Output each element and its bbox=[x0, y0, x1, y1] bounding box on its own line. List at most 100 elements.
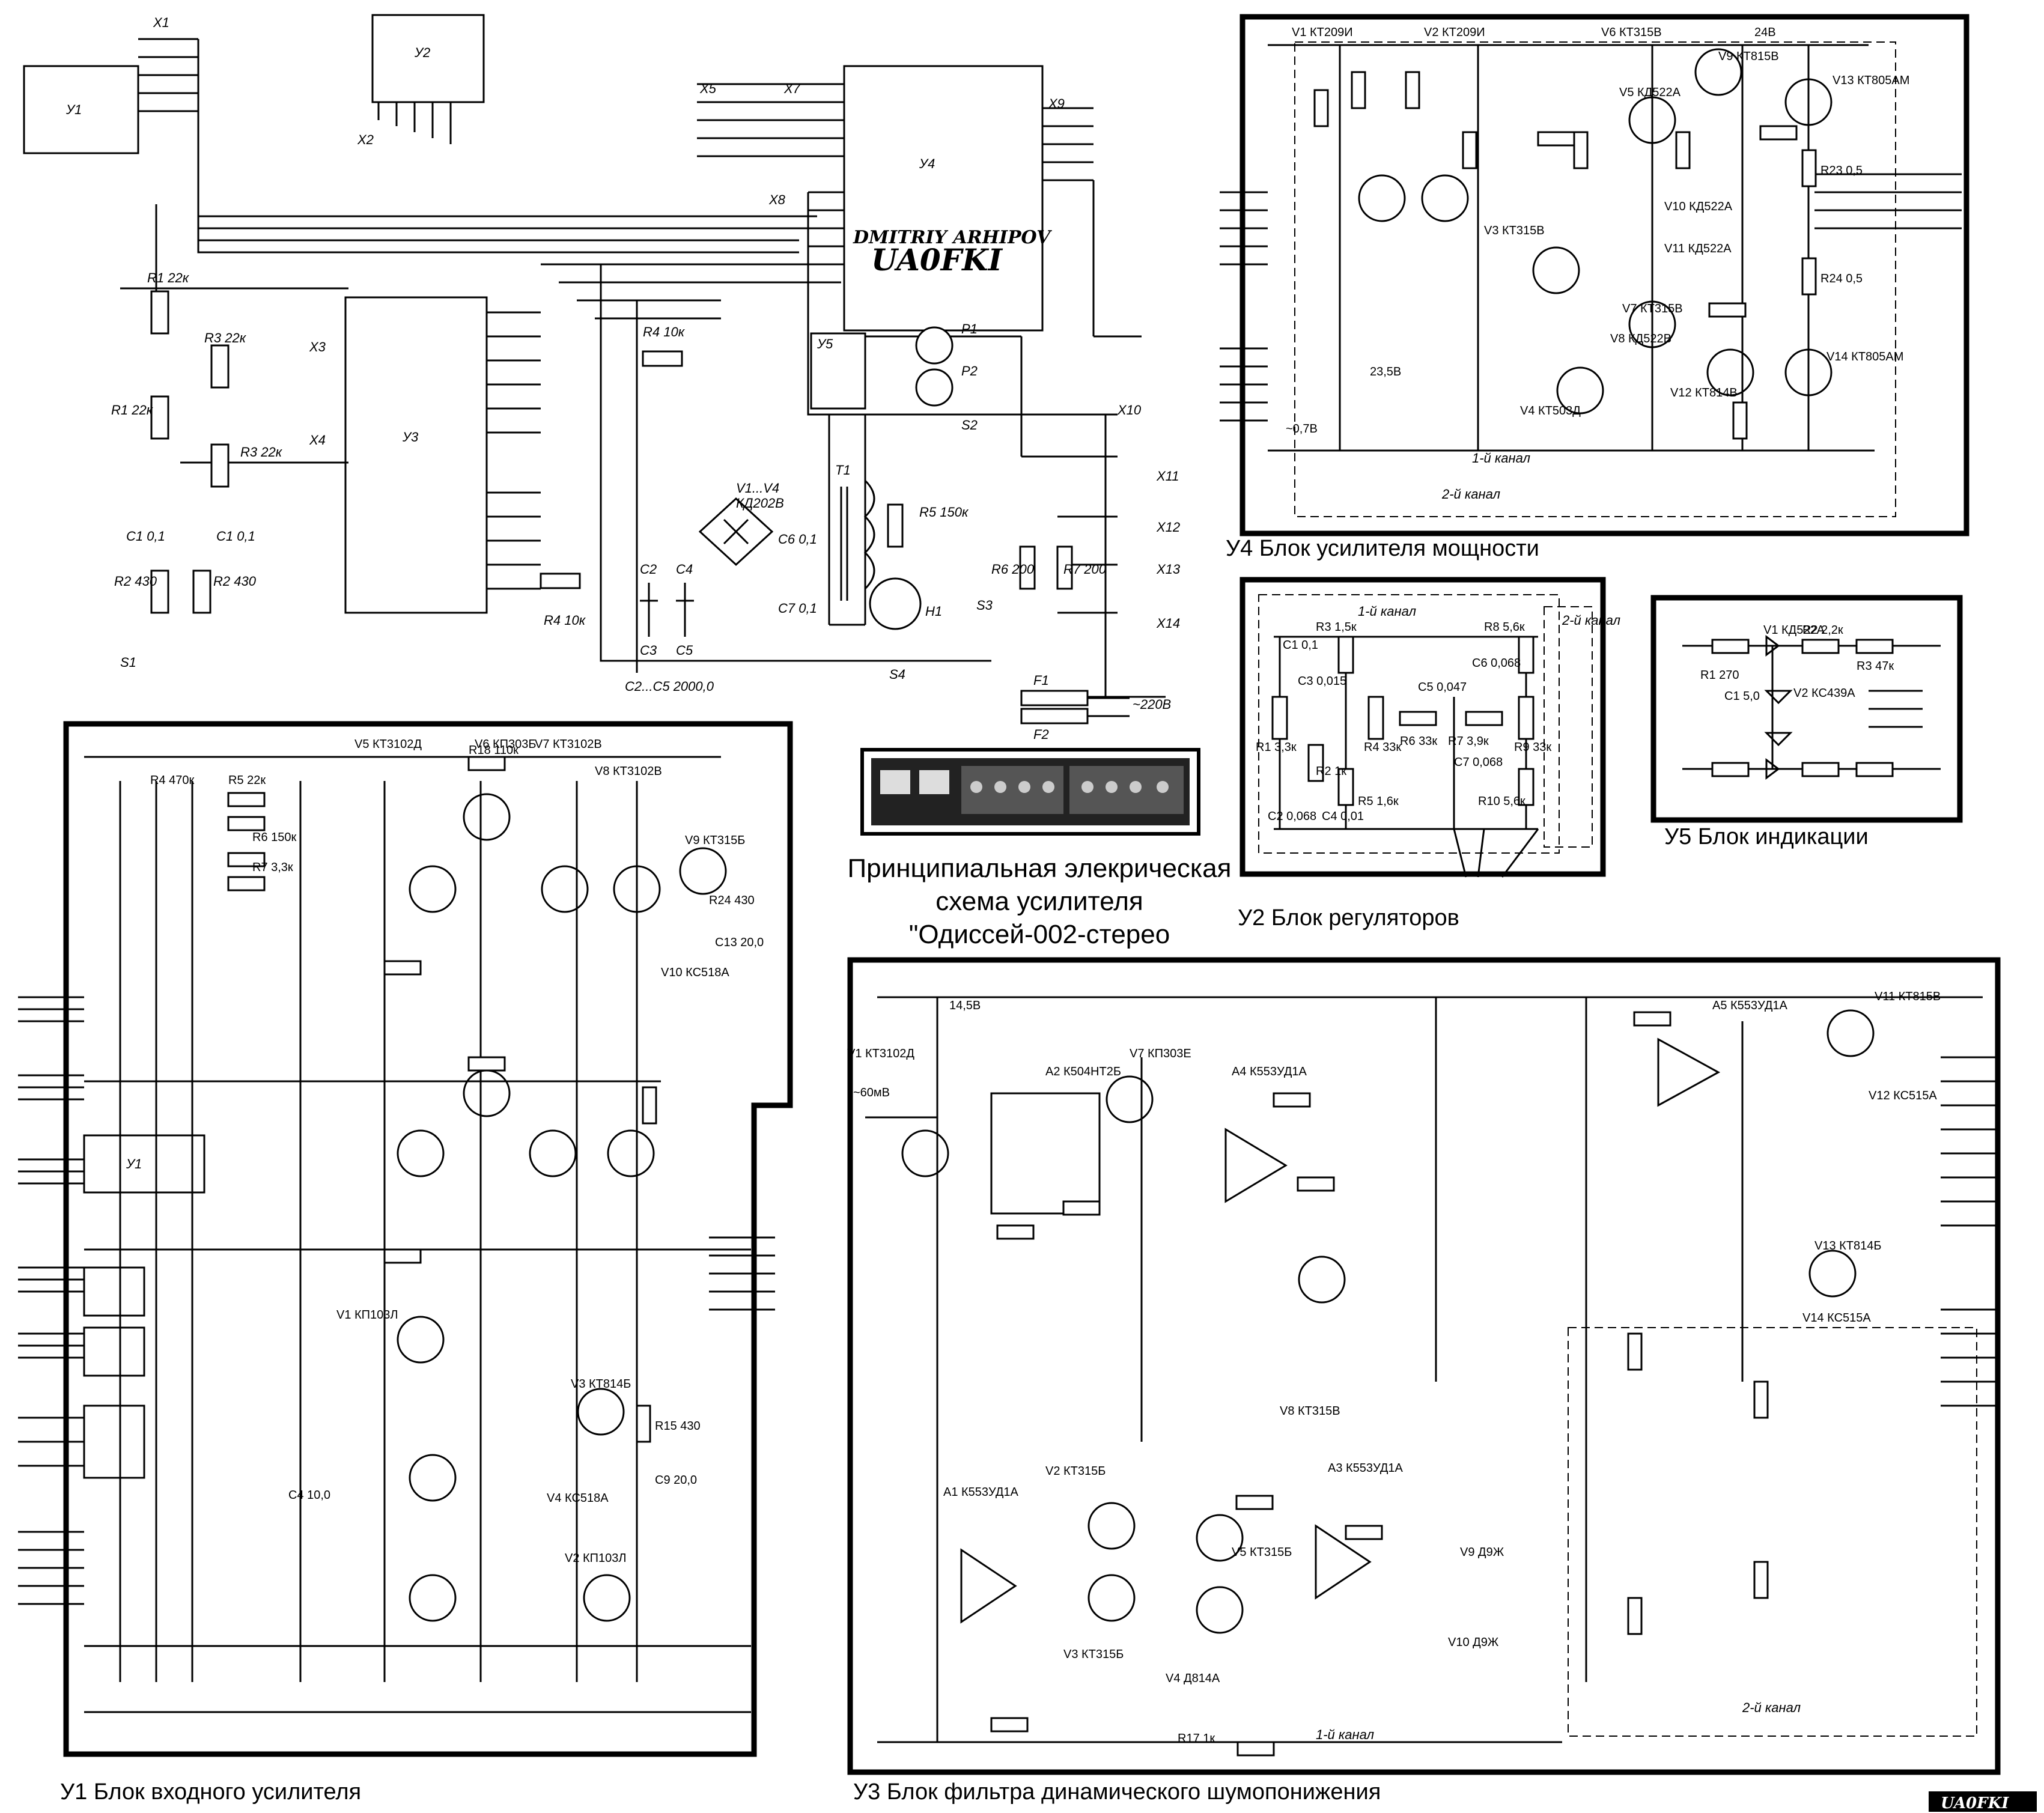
lamp-h1 bbox=[869, 577, 922, 630]
u1-v7-label: V7 КТ3102В bbox=[535, 738, 602, 751]
u1-inner-box-label: У1 bbox=[126, 1156, 142, 1171]
main-r7-label: R7 200 bbox=[1063, 562, 1107, 577]
u4-supply-23v5-label: 23,5В bbox=[1370, 365, 1401, 378]
u2-c2-label: C2 0,068 bbox=[1268, 810, 1316, 823]
u3-v11-label: V11 КТ815В bbox=[1875, 990, 1941, 1003]
u2-r6-label: R6 33к bbox=[1400, 735, 1437, 748]
u3-supply-label: 14,5В bbox=[949, 999, 981, 1012]
main-c7-label: C7 0,1 bbox=[778, 601, 817, 616]
u1-v10-label: V10 КС518А bbox=[661, 966, 729, 979]
u2-r5-label: R5 1,6к bbox=[1358, 795, 1399, 808]
u1-r7-label: R7 3,3к bbox=[252, 861, 293, 874]
u1-r24-label: R24 430 bbox=[709, 894, 755, 907]
u3-a1-label: A1 К553УД1А bbox=[943, 1486, 1019, 1499]
main-r4-lower-label: R4 10к bbox=[544, 613, 586, 628]
u1-v8-label: V8 КТ3102В bbox=[595, 765, 662, 778]
block-u5-panel: У5 Блок индикации V1 КД522А R2 2,2к R3 4… bbox=[1650, 595, 1963, 849]
author-name: DMITRIY ARHIPOV bbox=[853, 227, 1052, 248]
u2-c3-label: C3 0,015 bbox=[1298, 675, 1346, 688]
u3-v8-label: V8 КТ315В bbox=[1280, 1405, 1340, 1418]
fuse-f2 bbox=[1020, 708, 1089, 724]
u2-r8-label: R8 5,6к bbox=[1484, 621, 1525, 634]
u2-r1-label: R1 3,3к bbox=[1256, 741, 1297, 754]
lamp-h1-label: H1 bbox=[925, 604, 942, 619]
u4-v11-label: V11 КД522А bbox=[1664, 242, 1732, 255]
block-u1-panel: У1 Блок входного усилителя У1 V5 КТ3102Д… bbox=[18, 721, 793, 1805]
u4-v10-label: V10 КД522А bbox=[1664, 200, 1733, 213]
main-c6-label: C6 0,1 bbox=[778, 532, 817, 547]
u2-r3-label: R3 1,5к bbox=[1316, 621, 1357, 634]
u1-r6-label: R6 150к bbox=[252, 831, 296, 844]
conn-x5-label: X5 bbox=[699, 81, 717, 96]
u5-v2-label: V2 КС439А bbox=[1793, 687, 1855, 700]
main-c4-label: C4 bbox=[676, 562, 693, 577]
u3-v13-label: V13 КТ814Б bbox=[1814, 1239, 1882, 1253]
diagram-title-line-3: "Одиссей-002-стерео bbox=[909, 920, 1170, 949]
u4-v13-label: V13 КТ805АМ bbox=[1833, 74, 1909, 87]
u1-c13-label: C13 20,0 bbox=[715, 936, 764, 949]
u3-r17-label: R17 1к bbox=[1178, 1732, 1215, 1745]
u3-a4-opamp bbox=[1224, 1128, 1288, 1203]
u1-v6-label: V6 КП303Б bbox=[475, 738, 537, 751]
block-u3-panel: У3 Блок фильтра динамического шумопониже… bbox=[847, 957, 2001, 1805]
diagram-title-line-2: схема усилителя bbox=[935, 887, 1143, 916]
mains-label: ~220В bbox=[1133, 697, 1171, 712]
u4-v12-label: V12 КТ814В bbox=[1670, 386, 1738, 399]
main-r5-label: R5 150к bbox=[919, 505, 969, 520]
u1-c4-label: C4 10,0 bbox=[288, 1489, 330, 1502]
u3-a4-label: A4 К553УД1А bbox=[1232, 1065, 1307, 1078]
conn-x3-label: X3 bbox=[309, 339, 326, 354]
conn-x9-label: X9 bbox=[1048, 96, 1065, 111]
main-r4-upper-label: R4 10к bbox=[643, 324, 686, 339]
main-r6-label: R6 200 bbox=[991, 562, 1035, 577]
block-u3-caption: У3 Блок фильтра динамического шумопониже… bbox=[853, 1779, 1381, 1805]
u3-a2-chip bbox=[990, 1092, 1101, 1215]
u3-a5-label: A5 К553УД1А bbox=[1712, 999, 1788, 1012]
u3-v7-label: V7 КП303Е bbox=[1130, 1047, 1191, 1060]
transformer-t1-label: T1 bbox=[835, 463, 851, 478]
conn-x7-label: X7 bbox=[783, 81, 801, 96]
main-interconnect: У1 У2 У3 У4 DMITRIY ARHIPOV UA0FKI R1 22… bbox=[23, 14, 1231, 949]
u4-v3-label: V3 КТ315В bbox=[1484, 224, 1545, 237]
u2-r9-label: R9 33к bbox=[1514, 741, 1551, 754]
corner-stamp-bg bbox=[1929, 1791, 2037, 1812]
u3-v14-label: V14 КС515А bbox=[1802, 1311, 1871, 1325]
block-u1-caption: У1 Блок входного усилителя bbox=[60, 1779, 361, 1805]
u2-channel2-label: 2-й канал bbox=[1562, 613, 1620, 628]
u3-channel2-label: 2-й канал bbox=[1742, 1700, 1801, 1715]
main-r2-right-label: R2 430 bbox=[213, 574, 257, 589]
fuse-f1-label: F1 bbox=[1033, 673, 1049, 688]
main-c3-label: C3 bbox=[640, 643, 657, 658]
u3-a3-opamp bbox=[1315, 1524, 1372, 1600]
u3-channel1-label: 1-й канал bbox=[1316, 1727, 1374, 1742]
amplifier-front-panel bbox=[860, 748, 1200, 836]
u3-v1-label: V1 КТ3102Д bbox=[847, 1047, 914, 1060]
u4-v5-label: V5 КД522А bbox=[1619, 86, 1681, 99]
u4-supply-24v-label: 24В bbox=[1754, 26, 1776, 39]
meter-p2 bbox=[915, 368, 954, 407]
main-r2-left-label: R2 430 bbox=[114, 574, 157, 589]
u2-r10-label: R10 5,6к bbox=[1478, 795, 1525, 808]
u3-v12-label: V12 КС515А bbox=[1869, 1089, 1937, 1102]
meter-p1-label: P1 bbox=[961, 321, 978, 336]
u4-channel1-label: 1-й канал bbox=[1472, 451, 1530, 466]
u1-r15-label: R15 430 bbox=[655, 1420, 701, 1433]
u3-v10-label: V10 Д9Ж bbox=[1448, 1636, 1499, 1649]
main-r3-bottom-label: R3 22к bbox=[240, 445, 283, 460]
u4-bias-label: ~0,7В bbox=[1286, 422, 1318, 436]
block-u1-box bbox=[23, 65, 139, 154]
block-u5-box-label: У5 bbox=[817, 336, 833, 351]
u4-v8-label: V8 КД522В bbox=[1610, 332, 1671, 345]
fuse-f2-label: F2 bbox=[1033, 727, 1049, 742]
main-r1-bottom-label: R1 22к bbox=[111, 402, 154, 418]
block-u4-panel: У4 Блок усилителя мощности 1-й канал 2-й… bbox=[1220, 14, 1969, 561]
u2-c6-label: C6 0,068 bbox=[1472, 657, 1521, 670]
u1-r18-label: R18 110к bbox=[469, 744, 519, 757]
switch-s3-label: S3 bbox=[976, 598, 993, 613]
u2-c5-label: C5 0,047 bbox=[1418, 681, 1467, 694]
u1-v2-label: V2 КП103Л bbox=[565, 1552, 627, 1565]
u4-v2-label: V2 КТ209И bbox=[1424, 26, 1485, 39]
conn-x11-label: X11 bbox=[1156, 469, 1179, 484]
u2-c1-label: C1 0,1 bbox=[1283, 639, 1318, 652]
